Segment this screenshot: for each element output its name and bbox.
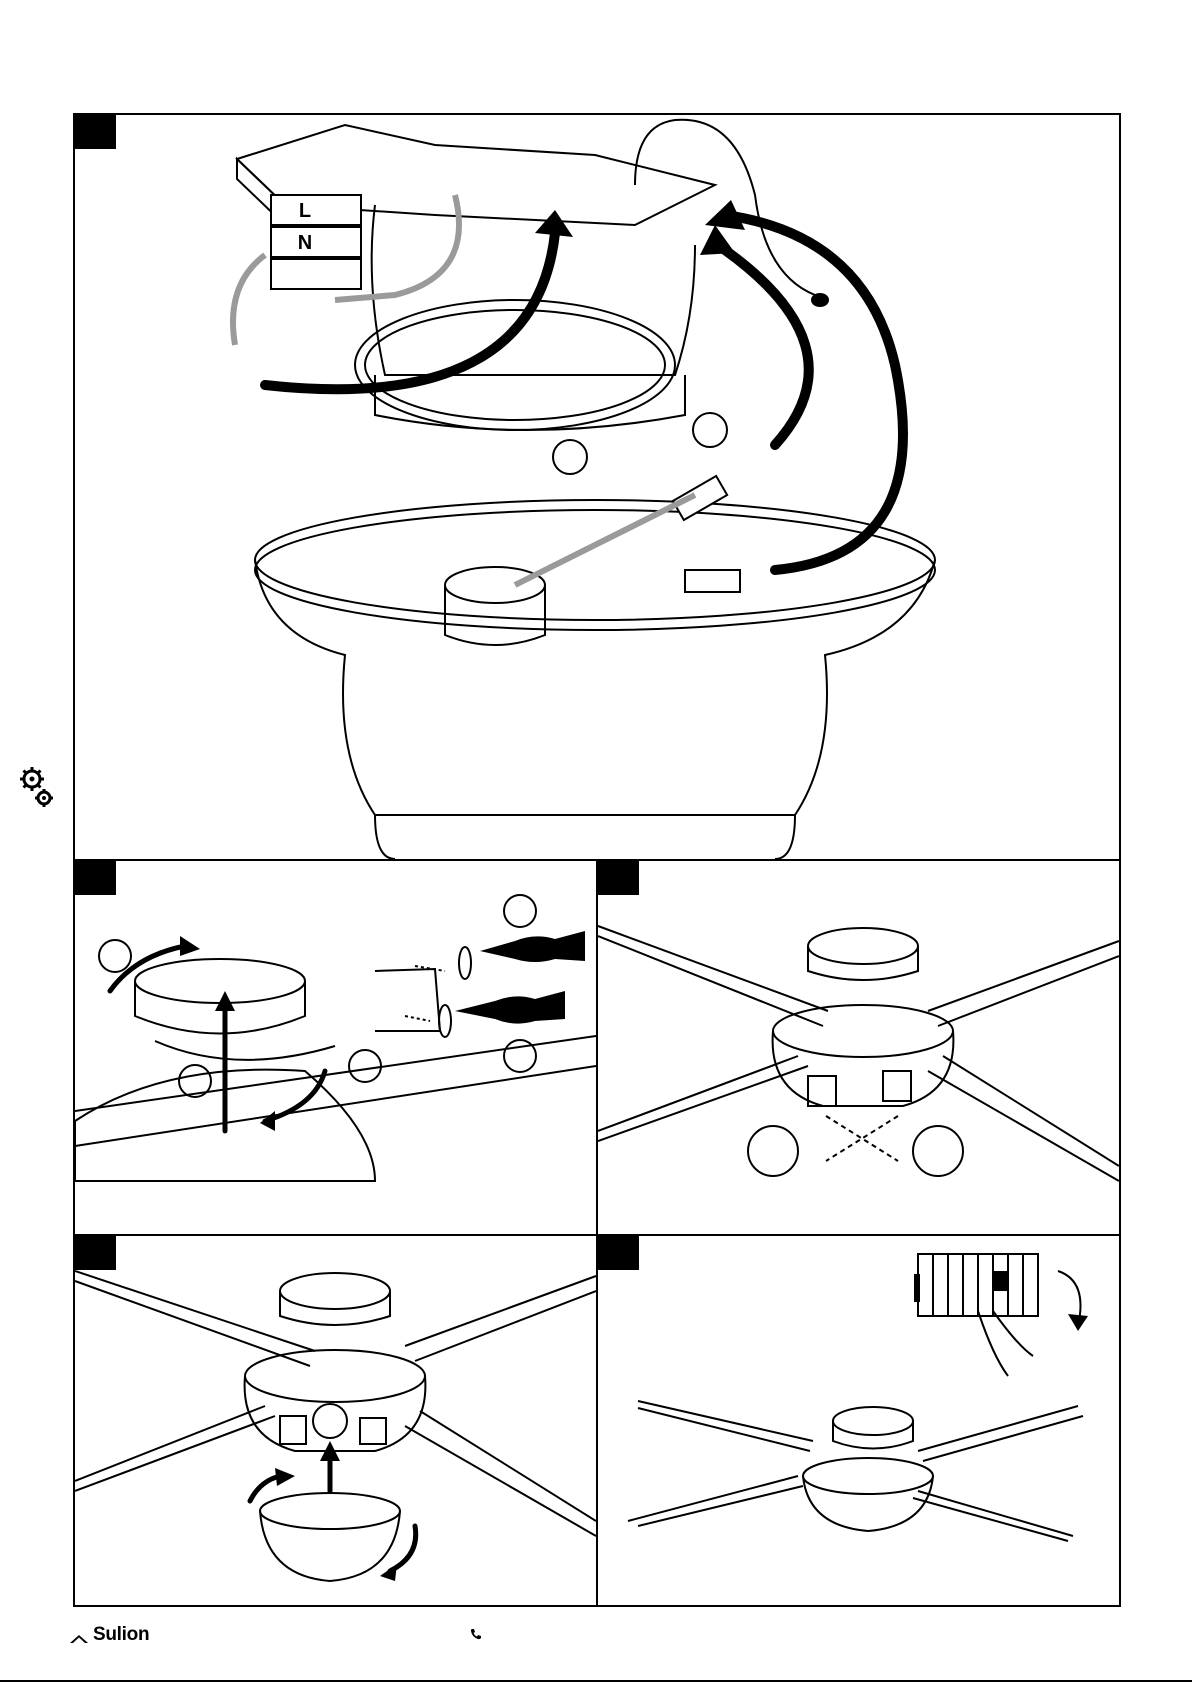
illustration-frame: L N (73, 113, 1121, 1607)
panel-glass-dome (75, 1236, 596, 1607)
panel-wiring: L N (75, 115, 1119, 859)
panel-bulb-install (598, 861, 1119, 1234)
panel-power-on (598, 1236, 1119, 1607)
sulion-logo-icon (70, 1627, 88, 1643)
bulb-install-illustration (598, 861, 1119, 1234)
brand: Sulion (70, 1624, 149, 1646)
gear-pair-icon (18, 765, 58, 811)
wiring-illustration: L N (75, 115, 1119, 859)
glass-dome-illustration (75, 1236, 596, 1607)
brand-name: Sulion (93, 1624, 149, 1646)
power-on-illustration (598, 1236, 1119, 1607)
terminal-label-n: N (298, 232, 312, 254)
phone-icon (470, 1628, 482, 1640)
terminal-label-l: L (299, 200, 311, 222)
panel-canopy-removal (75, 861, 596, 1234)
footer-rule (0, 1680, 1192, 1682)
canopy-removal-illustration (75, 861, 596, 1234)
